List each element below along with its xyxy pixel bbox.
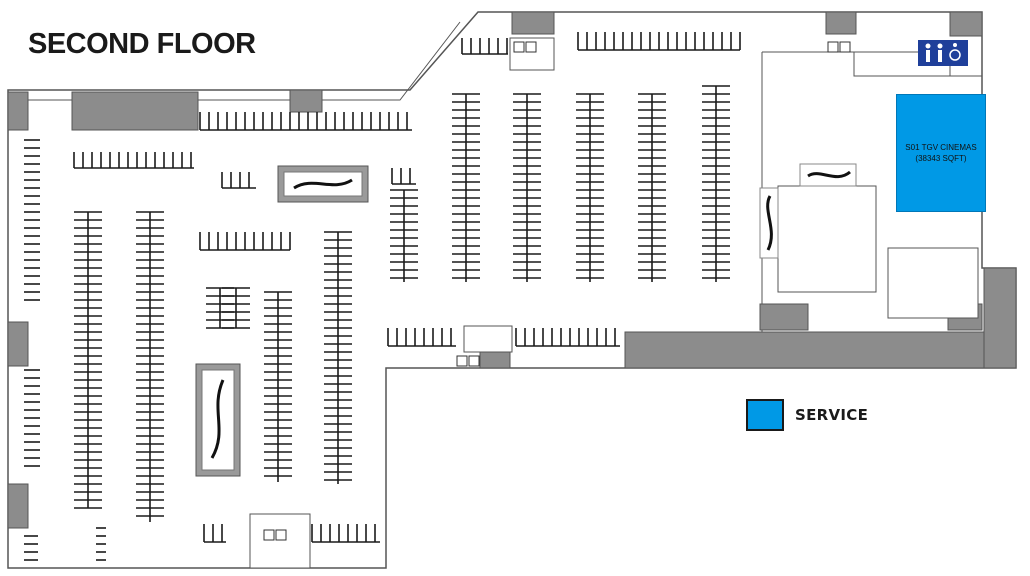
column-block: [7, 483, 29, 529]
wheelchair-icon: [953, 43, 957, 47]
column-block: [479, 351, 511, 369]
restroom-icon: [926, 50, 930, 62]
service-room: [777, 185, 877, 293]
column-block: [759, 303, 809, 331]
lift-icon: [456, 355, 468, 367]
lifts: [263, 41, 851, 541]
escalator-icon: [210, 379, 225, 459]
lift-icon: [525, 41, 537, 53]
lift-icon: [263, 529, 275, 541]
lift-icon: [839, 41, 851, 53]
legend-label: SERVICE: [795, 406, 869, 424]
escalator-icon: [293, 178, 353, 190]
column-block: [511, 11, 555, 35]
unit-s01-tgv-cinemas[interactable]: S01 TGV CINEMAS (38343 SQFT): [896, 94, 986, 212]
column-block: [825, 11, 857, 35]
restroom-sign: [918, 40, 968, 66]
unit-area: (38343 SQFT): [915, 154, 967, 163]
parking-stalls: [24, 32, 741, 561]
structural-blocks: [7, 11, 1017, 569]
service-room: [887, 247, 979, 319]
restroom-icon: [925, 43, 931, 49]
restroom-icon: [938, 50, 942, 62]
column-block: [949, 11, 983, 37]
escalators: [195, 163, 857, 477]
restroom-icon: [918, 40, 968, 66]
restroom-icon: [937, 43, 943, 49]
service-room: [249, 513, 311, 569]
rooms: [249, 37, 979, 569]
column-block: [7, 321, 29, 367]
lift-icon: [468, 355, 480, 367]
escalator-icon: [766, 195, 773, 251]
lift-icon: [275, 529, 287, 541]
column-block: [983, 267, 1017, 369]
lift-icon: [513, 41, 525, 53]
floor-title: SECOND FLOOR: [28, 28, 256, 60]
column-block: [624, 331, 986, 369]
lift-icon: [827, 41, 839, 53]
column-block: [71, 91, 199, 131]
column-block: [7, 91, 29, 131]
legend: SERVICE: [746, 399, 868, 431]
unit-name: S01 TGV CINEMAS: [905, 143, 977, 152]
escalator-icon: [807, 170, 851, 179]
legend-swatch-service: [746, 399, 784, 431]
service-room: [463, 325, 513, 353]
column-block: [289, 89, 323, 113]
wheelchair-icon: [949, 49, 961, 61]
